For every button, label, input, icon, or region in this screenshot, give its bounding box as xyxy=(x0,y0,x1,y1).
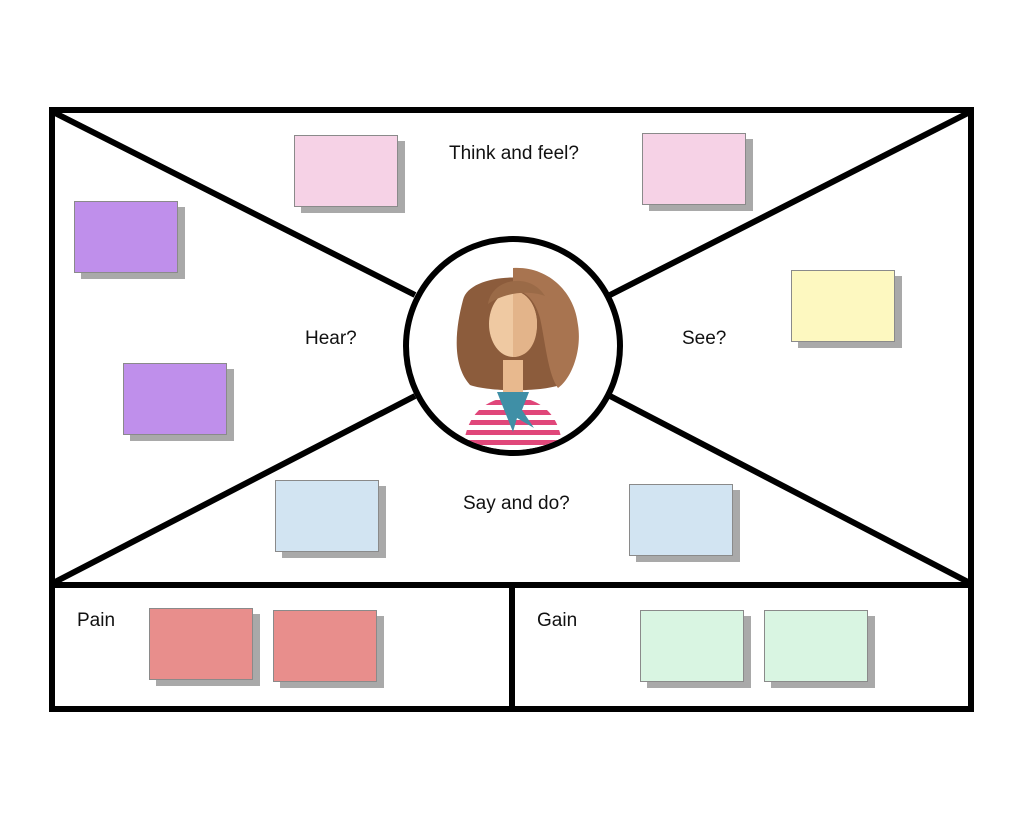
diagonal-bottom-left xyxy=(53,393,417,585)
sticky-note-hear-1[interactable] xyxy=(74,201,178,273)
pain-label: Pain xyxy=(77,610,116,631)
sticky-note-say-1[interactable] xyxy=(275,480,379,552)
sticky-note-hear-2[interactable] xyxy=(123,363,227,435)
sticky-note-pain-2[interactable] xyxy=(273,610,377,682)
hear-label: Hear? xyxy=(305,328,357,349)
woman-avatar-icon xyxy=(456,267,579,450)
sticky-note-think-2[interactable] xyxy=(642,133,746,205)
diagonal-top-left xyxy=(53,110,417,298)
see-label: See? xyxy=(682,328,727,349)
gain-label: Gain xyxy=(537,610,578,631)
sticky-note-gain-1[interactable] xyxy=(640,610,744,682)
sticky-note-see-1[interactable] xyxy=(791,270,895,342)
diagonal-top-right xyxy=(608,110,970,298)
sticky-note-pain-1[interactable] xyxy=(149,608,253,680)
think-feel-label: Think and feel? xyxy=(449,143,579,164)
sticky-note-gain-2[interactable] xyxy=(764,610,868,682)
diagonal-bottom-right xyxy=(608,393,970,585)
sticky-note-think-1[interactable] xyxy=(294,135,398,207)
say-do-label: Say and do? xyxy=(463,493,570,514)
sticky-note-say-2[interactable] xyxy=(629,484,733,556)
